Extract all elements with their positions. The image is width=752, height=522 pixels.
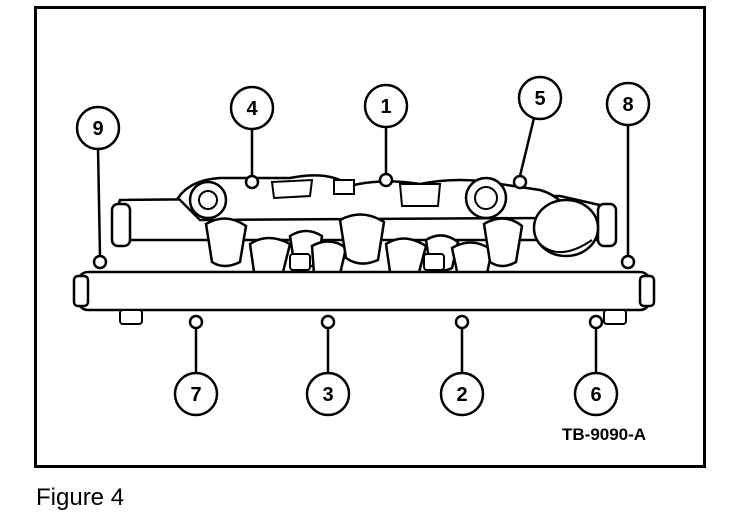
callout-3: 3 [305, 371, 351, 417]
figure-frame [34, 6, 706, 468]
bolts [92, 172, 636, 330]
callout-2: 2 [439, 371, 485, 417]
bolt-8 [620, 254, 636, 270]
callout-4: 4 [229, 85, 275, 131]
callout-9: 9 [75, 105, 121, 151]
bolt-1 [378, 172, 394, 188]
callout-8-label: 8 [622, 94, 633, 116]
callout-5: 5 [517, 75, 563, 121]
bolt-7 [188, 314, 204, 330]
callouts: 1 2 3 4 5 6 7 8 [75, 75, 651, 417]
lower-mounting-rail [76, 270, 652, 312]
callout-1: 1 [363, 83, 409, 129]
callout-9-label: 9 [92, 118, 103, 140]
figure-caption: Figure 4 [36, 484, 125, 511]
callout-7: 7 [173, 371, 219, 417]
bolt-4 [244, 174, 260, 190]
callout-6-label: 6 [590, 384, 601, 406]
callout-6: 6 [573, 371, 619, 417]
bolt-2 [454, 314, 470, 330]
callout-2-label: 2 [456, 384, 467, 406]
bolt-3 [320, 314, 336, 330]
right-end-flange [596, 202, 618, 248]
callout-3-label: 3 [322, 384, 333, 406]
bolt-5 [512, 174, 528, 190]
bolt-6 [588, 314, 604, 330]
leader-lines [96, 117, 630, 374]
throttle-opening [532, 198, 600, 258]
callout-7-label: 7 [190, 384, 201, 406]
manifold-body [72, 174, 656, 325]
upper-plenum [176, 174, 568, 222]
reference-code: TB-9090-A [562, 425, 647, 444]
bolt-9 [92, 254, 108, 270]
callout-5-label: 5 [534, 88, 545, 110]
callout-4-label: 4 [246, 98, 258, 120]
left-end-flange [110, 202, 132, 248]
callout-1-label: 1 [380, 96, 391, 118]
callout-8: 8 [605, 81, 651, 127]
